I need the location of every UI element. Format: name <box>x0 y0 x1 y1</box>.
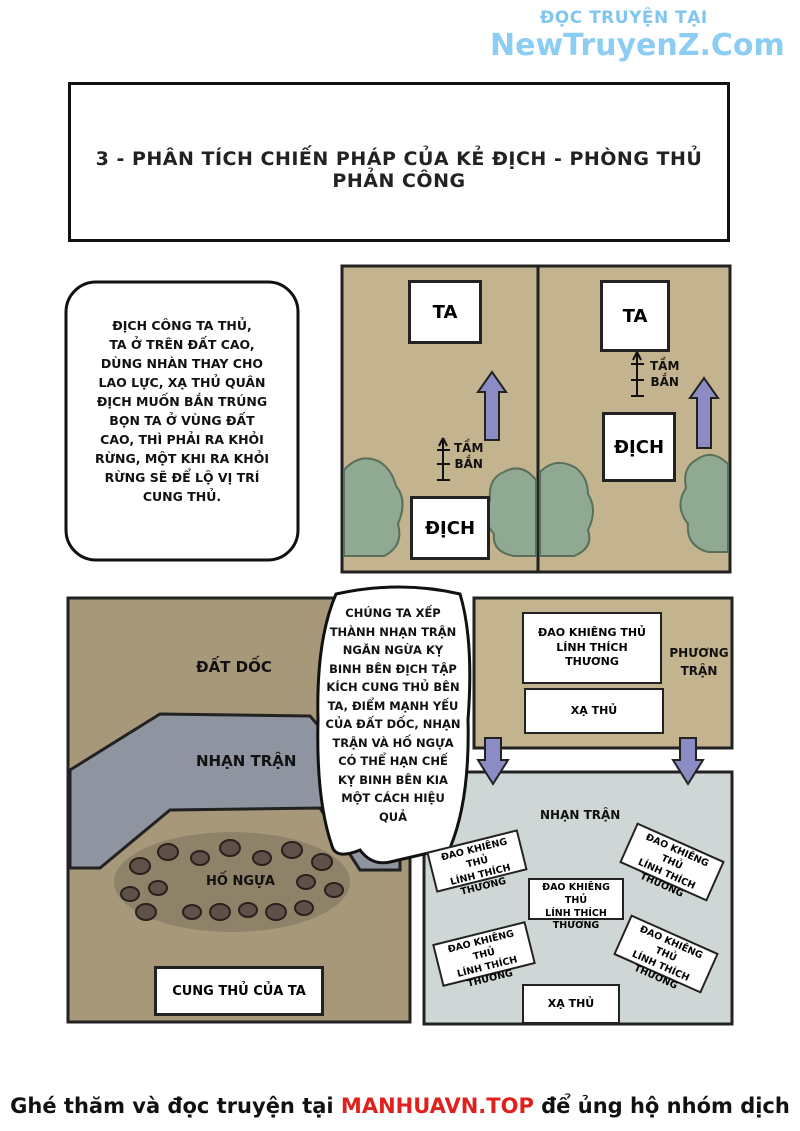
range-marker-icon <box>631 351 644 397</box>
box-ta-right: TA <box>600 280 670 352</box>
label-goose-formation: NHẠN TRẬN <box>540 808 621 822</box>
box-ta-left: TA <box>408 280 482 344</box>
box-dich-left: ĐỊCH <box>410 496 490 560</box>
bush-right-b <box>679 453 729 553</box>
watermark-line1: ĐỌC TRUYỆN TẠI <box>540 8 708 28</box>
speech-text-1: ĐỊCH CÔNG TA THỦ,TA Ở TRÊN ĐẤT CAO, DÙNG… <box>94 318 270 504</box>
arrow-up-icon <box>476 370 508 441</box>
label-slope: ĐẤT DỐC <box>196 658 272 676</box>
title-panel <box>68 82 730 242</box>
footer-post: để ủng hộ nhóm dịch <box>533 1094 790 1118</box>
arrow-down-icon <box>476 737 510 786</box>
bush-right-a <box>539 461 594 557</box>
box-dich-right: ĐỊCH <box>602 412 676 482</box>
footer-pre: Ghé thăm và đọc truyện tại <box>10 1094 341 1118</box>
speech-bubble-1 <box>64 280 300 562</box>
page-title: 3 - PHÂN TÍCH CHIẾN PHÁP CỦA KẺ ĐỊCH - P… <box>95 148 703 192</box>
box-archer-bottom: XẠ THỦ <box>522 984 620 1024</box>
watermark-site: NewTruyenZ.Com <box>490 28 785 63</box>
arrow-up-icon <box>688 376 720 449</box>
range-marker-icon <box>437 437 450 481</box>
bush-left-a <box>343 457 404 557</box>
label-formation: NHẠN TRẬN <box>196 752 297 770</box>
arrow-down-icon <box>671 737 705 786</box>
box-archer-top: XẠ THỦ <box>524 688 664 734</box>
footer-banner: Ghé thăm và đọc truyện tại MANHUAVN.TOP … <box>0 1094 800 1118</box>
box-our-archers: CUNG THỦ CỦA TA <box>154 966 324 1016</box>
label-trap: HỐ NGỰA <box>206 874 275 889</box>
speech-bubble-2 <box>316 585 472 865</box>
footer-site-link[interactable]: MANHUAVN.TOP <box>340 1094 534 1118</box>
trap-holes <box>120 839 344 921</box>
